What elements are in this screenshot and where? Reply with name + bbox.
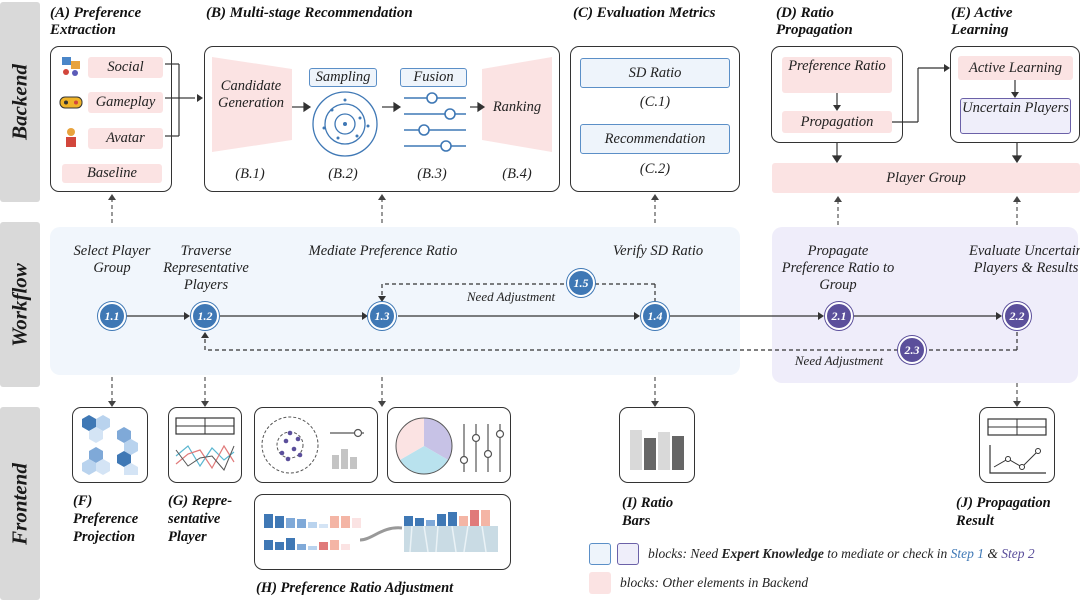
legend-mid: to mediate or check in xyxy=(823,546,951,561)
section-c-title: (C) Evaluation Metrics xyxy=(573,5,716,21)
code-b2: (B.2) xyxy=(328,166,358,182)
pref-item-baseline: Baseline xyxy=(62,164,162,183)
preference-ratio-block: Preference Ratio xyxy=(782,57,892,93)
fusion-sliders-icon xyxy=(404,92,466,152)
workflow-node-1-4: 1.4 xyxy=(641,302,669,330)
pref-item-avatar: Avatar xyxy=(88,128,163,149)
propagation-result-thumb xyxy=(979,407,1055,483)
player-group-block: Player Group xyxy=(772,163,1080,193)
section-d-title: (D) Ratio Propagation xyxy=(776,5,853,38)
propagation-result-icon xyxy=(987,418,1047,474)
backend-workflow-dashes xyxy=(108,194,1021,226)
pie-sliders-icon xyxy=(395,417,505,475)
workflow-node-2-2: 2.2 xyxy=(1003,302,1031,330)
frontend-label: Frontend xyxy=(7,462,32,545)
gameplay-icon xyxy=(59,96,83,109)
code-b3: (B.3) xyxy=(417,166,447,182)
sampling-view-thumb xyxy=(254,407,378,483)
workflow-node-1-1: 1.1 xyxy=(98,302,126,330)
workflow-node-2-1: 2.1 xyxy=(825,302,853,330)
legend-blue-swatch xyxy=(589,543,611,565)
ratio-adjustment-icon xyxy=(264,510,498,553)
backend-band: Backend xyxy=(0,2,40,202)
pref-item-social: Social xyxy=(88,57,163,78)
workflow-node-1-5: 1.5 xyxy=(567,269,595,297)
social-icon xyxy=(62,57,80,76)
table-and-lines-icon xyxy=(175,417,235,471)
pref-item-gameplay: Gameplay xyxy=(88,92,163,113)
code-c2: (C.2) xyxy=(639,161,671,177)
frontend-label-i: (I) Ratio Bars xyxy=(622,495,674,529)
frontend-label-f: (F) Preference Projection xyxy=(73,493,139,545)
sampling-scatter-icon xyxy=(261,416,364,474)
need-adjustment-label-1: Need Adjustment xyxy=(466,289,556,304)
legend-bold: Expert Knowledge xyxy=(721,546,824,561)
step-1-4-label: Verify SD Ratio xyxy=(612,243,704,259)
ratio-bars-icon xyxy=(630,430,684,470)
frontend-label-g: (G) Repre-sentative Player xyxy=(168,493,233,545)
to-player-group-arrows xyxy=(831,143,1023,163)
legend-prefix: blocks: Need xyxy=(648,546,722,561)
frontend-label-h: (H) Preference Ratio Adjustment xyxy=(256,580,454,596)
workflow-node-1-3: 1.3 xyxy=(368,302,396,330)
candidate-generation-shape xyxy=(212,57,292,152)
step-1-2-label: Traverse Representative Players xyxy=(163,243,249,293)
workflow-step2-bg xyxy=(772,227,1078,383)
sampling-label: Sampling xyxy=(309,68,377,87)
workflow-frontend-dashes xyxy=(108,377,1021,407)
legend-step2: Step 2 xyxy=(1001,546,1035,561)
step-2-1-label: Propagate Preference Ratio to Group xyxy=(781,243,895,293)
avatar-icon xyxy=(66,128,76,147)
hexbin-icon xyxy=(82,415,138,475)
a-to-b-connector xyxy=(165,63,203,137)
step-1-3-label: Mediate Preference Ratio xyxy=(308,243,458,259)
workflow-node-2-3: 2.3 xyxy=(898,336,926,364)
legend-pink-swatch xyxy=(589,572,611,594)
active-learning-block: Active Learning xyxy=(958,56,1073,80)
b-arrows xyxy=(292,101,486,113)
frontend-label-j: (J) Propagation Result xyxy=(956,495,1051,529)
d-inner-arrow xyxy=(833,93,841,111)
d-to-e-connector xyxy=(892,64,950,123)
step-1-1-label: Select Player Group xyxy=(73,243,151,276)
legend-expert-text: blocks: Need Expert Knowledge to mediate… xyxy=(648,546,1035,562)
backend-label: Backend xyxy=(7,64,32,140)
need-adjustment-label-2: Need Adjustment xyxy=(794,353,884,368)
code-b4: (B.4) xyxy=(502,166,532,182)
workflow-node-1-2: 1.2 xyxy=(191,302,219,330)
workflow-band: Workflow xyxy=(0,222,40,387)
propagation-block: Propagation xyxy=(782,111,892,133)
uncertain-players-block: Uncertain Players xyxy=(960,98,1071,134)
section-e-title: (E) Active Learning xyxy=(951,5,1013,38)
fusion-label: Fusion xyxy=(400,68,467,87)
recommendation-block: Recommendation xyxy=(580,124,730,154)
legend-step1: Step 1 xyxy=(950,546,984,561)
code-c1: (C.1) xyxy=(639,94,671,110)
legend-other-text: blocks: Other elements in Backend xyxy=(620,575,809,590)
sampling-icon xyxy=(312,91,378,157)
ranking-shape xyxy=(482,57,552,152)
step-2-2-label: Evaluate Uncertain Players & Results xyxy=(969,243,1080,276)
frontend-band: Frontend xyxy=(0,407,40,600)
section-b-title: (B) Multi-stage Recommendation xyxy=(206,5,413,21)
code-b1: (B.1) xyxy=(235,166,265,182)
candidate-generation-label: Candidate Generation xyxy=(217,78,285,111)
ranking-label: Ranking xyxy=(492,99,542,115)
e-inner-arrow xyxy=(1011,80,1019,98)
section-a-title: (A) Preference Extraction xyxy=(50,5,142,38)
legend-purple-swatch xyxy=(617,543,639,565)
sd-ratio-block: SD Ratio xyxy=(580,58,730,88)
legend-amp: & xyxy=(983,546,1002,561)
workflow-connectors xyxy=(126,283,1018,351)
